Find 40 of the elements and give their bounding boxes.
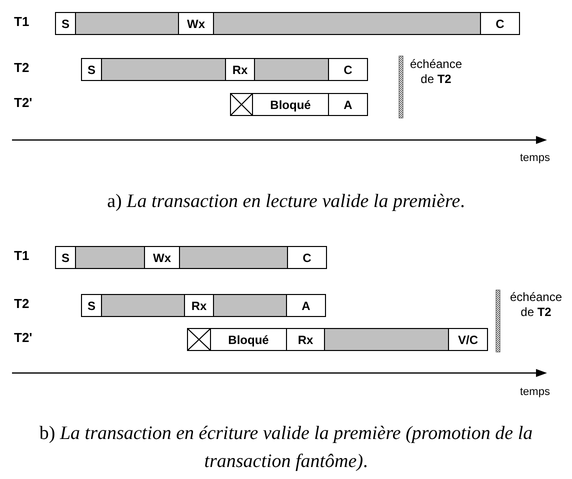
event-cell: Wx xyxy=(178,12,214,35)
blocked-start-box xyxy=(230,93,253,116)
activity-bar xyxy=(101,294,185,317)
event-cell: C xyxy=(328,58,368,81)
deadline-label: échéance de T2 xyxy=(508,290,564,320)
row-label: T2' xyxy=(14,95,34,110)
activity-bar xyxy=(75,12,179,35)
axis-label: temps xyxy=(520,386,551,398)
activity-bar xyxy=(254,58,329,81)
activity-bar xyxy=(324,328,449,351)
event-cell: A xyxy=(286,294,326,317)
blocked-start-box xyxy=(187,328,211,351)
event-cell: S xyxy=(55,12,76,35)
activity-bar xyxy=(213,294,287,317)
activity-bar xyxy=(213,12,481,35)
event-cell: V/C xyxy=(448,328,488,351)
deadline-label: échéance de T2 xyxy=(408,57,464,87)
row-label: T1 xyxy=(14,248,30,263)
caption: a) La transaction en lecture valide la première. xyxy=(106,190,466,214)
event-cell: Wx xyxy=(144,246,180,269)
row-label: T1 xyxy=(14,14,30,29)
activity-bar xyxy=(75,246,145,269)
event-cell: Bloqué xyxy=(210,328,287,351)
event-cell: S xyxy=(81,294,102,317)
event-cell: A xyxy=(328,93,368,116)
activity-bar xyxy=(101,58,226,81)
event-cell: S xyxy=(55,246,76,269)
axis-label: temps xyxy=(520,152,551,164)
activity-bar xyxy=(179,246,288,269)
event-cell: C xyxy=(287,246,327,269)
event-cell: S xyxy=(81,58,102,81)
event-cell: Bloqué xyxy=(252,93,329,116)
event-cell: Rx xyxy=(286,328,325,351)
event-cell: Rx xyxy=(225,58,255,81)
event-cell: Rx xyxy=(184,294,214,317)
row-label: T2' xyxy=(14,330,34,345)
event-cell: C xyxy=(480,12,520,35)
row-label: T2 xyxy=(14,296,30,311)
caption: b) La transaction en écriture valide la première (promotion de la transaction fantôme). xyxy=(38,422,534,474)
row-label: T2 xyxy=(14,60,30,75)
